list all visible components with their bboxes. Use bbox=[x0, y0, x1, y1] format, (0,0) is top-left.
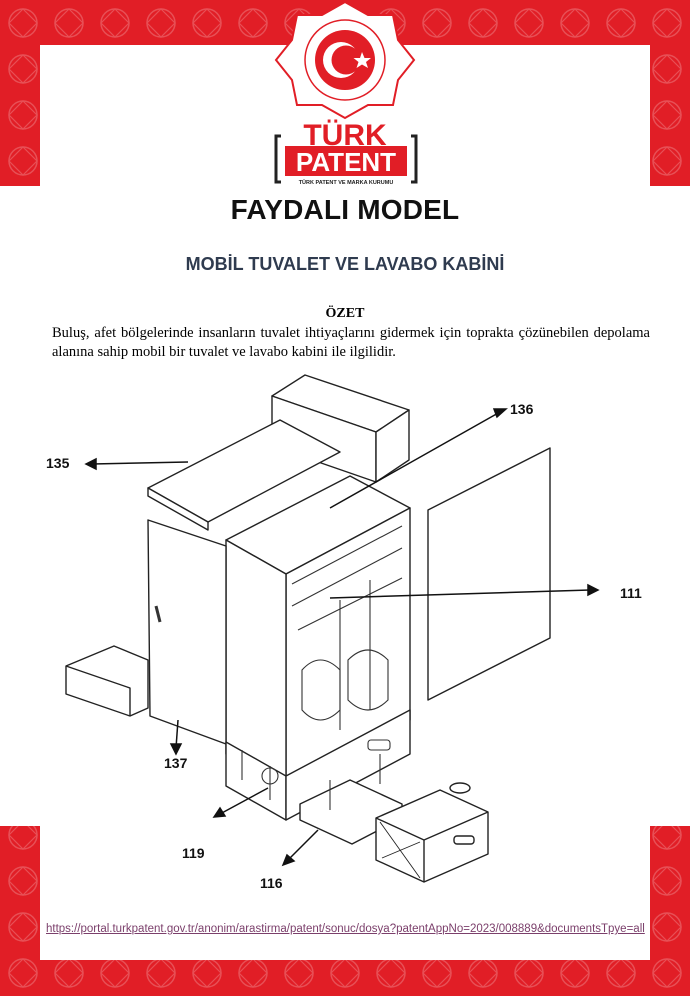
door-handle-icon bbox=[154, 605, 162, 623]
turkpatent-logo: TÜRK PATENT TÜRK PATENT VE MARKA KURUMU bbox=[274, 0, 418, 186]
left-tray bbox=[65, 645, 149, 717]
arrow-icon bbox=[587, 583, 600, 597]
abstract-text: Buluş, afet bölgelerinde insanların tuva… bbox=[52, 325, 650, 360]
label-135: 135 bbox=[46, 455, 70, 471]
arrow-icon bbox=[84, 457, 97, 471]
logo-tagline: TÜRK PATENT VE MARKA KURUMU bbox=[299, 179, 394, 186]
label-136: 136 bbox=[510, 401, 534, 417]
patent-drawing: 135 136 111 137 119 116 bbox=[46, 374, 642, 890]
arrow-icon bbox=[169, 743, 183, 756]
inner-structure bbox=[291, 525, 403, 730]
top-box-side bbox=[375, 409, 410, 483]
arrow-icon bbox=[212, 806, 227, 818]
label-119: 119 bbox=[182, 845, 205, 861]
label-116: 116 bbox=[260, 875, 283, 890]
basin-left bbox=[301, 659, 341, 721]
bracket-left-icon bbox=[274, 134, 281, 184]
seal-icon bbox=[274, 0, 416, 120]
arrow-icon bbox=[281, 853, 296, 867]
handle-icon bbox=[453, 835, 475, 845]
document-type-title: FAYDALI MODEL bbox=[230, 194, 460, 225]
label-111: 111 bbox=[620, 585, 642, 601]
label-137: 137 bbox=[164, 755, 188, 771]
side-panel bbox=[427, 447, 551, 701]
arrow-icon bbox=[492, 408, 508, 419]
logo-box bbox=[285, 146, 407, 176]
logo-line2: PATENT bbox=[296, 147, 396, 177]
basin-right bbox=[347, 649, 389, 711]
ring-icon bbox=[449, 782, 471, 794]
source-link[interactable]: https://portal.turkpatent.gov.tr/anonim/… bbox=[46, 923, 645, 935]
abstract-heading: ÖZET bbox=[325, 306, 365, 321]
invention-title: MOBİL TUVALET VE LAVABO KABİNİ bbox=[185, 254, 505, 274]
bracket-right-icon bbox=[411, 134, 418, 184]
roof-panel-edge bbox=[147, 487, 209, 531]
base-frame-side bbox=[285, 709, 411, 821]
open-door-137 bbox=[147, 519, 227, 745]
